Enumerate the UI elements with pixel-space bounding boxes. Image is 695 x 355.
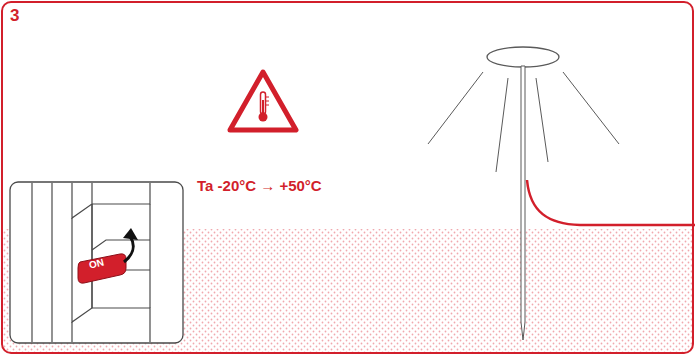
breaker-inset: [10, 182, 183, 343]
breaker-switch: [78, 254, 126, 283]
ambient-temperature-range: Ta -20°C → +50°C: [197, 178, 322, 193]
switch-arrow: [124, 236, 133, 262]
lamp-head: [487, 47, 559, 67]
arrowhead: [123, 228, 138, 240]
step-number: 3: [10, 7, 19, 24]
lamp-stake: [521, 66, 525, 340]
temperature-warning: [230, 72, 296, 130]
power-cable: [527, 180, 695, 225]
circuit-breaker: [32, 183, 150, 342]
